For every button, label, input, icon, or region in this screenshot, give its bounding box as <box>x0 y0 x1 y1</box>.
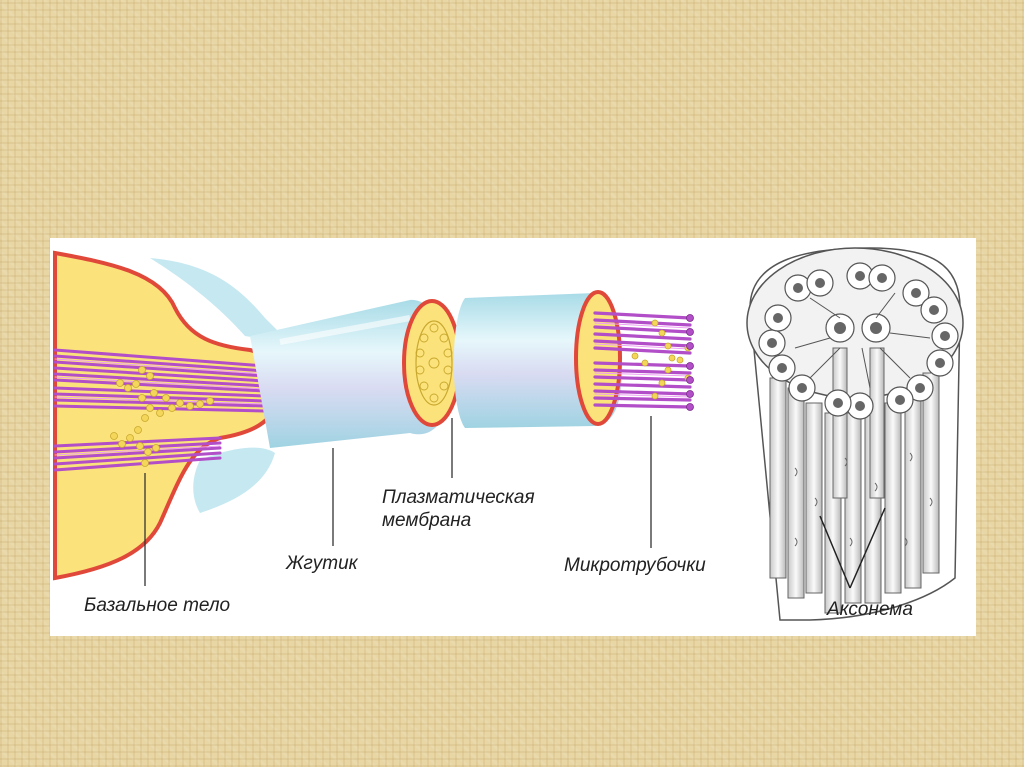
leader-lines <box>144 416 652 586</box>
basal-body-microtubules <box>53 348 267 472</box>
axoneme-illustration <box>746 247 964 621</box>
leader-lines-axoneme <box>819 507 886 589</box>
diagram-panel: Базальное тело Жгутик Плазматическая мем… <box>50 238 976 636</box>
microtubules-bundle <box>593 311 694 411</box>
plasma-membrane-cross-section <box>402 299 462 427</box>
flagellum-tube <box>250 299 450 448</box>
label-axoneme: Аксонема <box>827 599 913 620</box>
flagellum-illustration <box>53 247 964 621</box>
label-plasma-membrane: Плазматическая мембрана <box>382 487 535 531</box>
label-microtubules: Микротрубочки <box>564 555 706 576</box>
label-flagellum: Жгутик <box>286 553 358 574</box>
label-basal-body: Базальное тело <box>84 595 231 616</box>
cell-body <box>53 250 281 581</box>
